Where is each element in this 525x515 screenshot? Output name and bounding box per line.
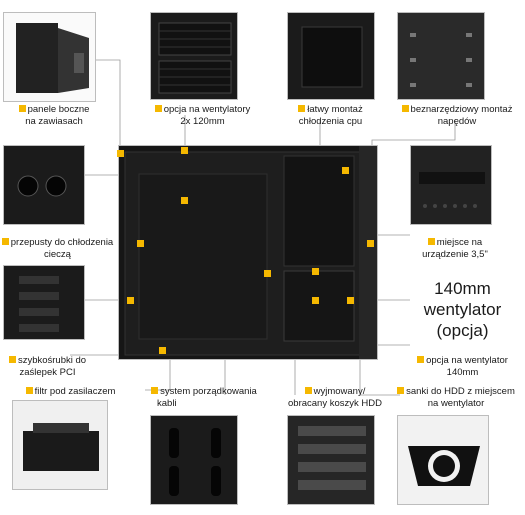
- label-hinged-side-panels: panele boczne na zawiasach: [4, 104, 104, 128]
- photo-cpu-cooler-mount: [287, 12, 375, 100]
- hotspot-dot: [347, 297, 354, 304]
- label-hdd-cage: wyjmowany/ obracany koszyk HDD: [288, 386, 382, 409]
- photo-hdd-sled: [397, 415, 489, 505]
- hotspot-dot: [367, 240, 374, 247]
- label-fan-2x120: opcja na wentylatory 2x 120mm: [145, 104, 260, 128]
- label-pci-thumbscrews: szybkośrubki do zaślepek PCI: [0, 355, 95, 379]
- hotspot-dot: [159, 347, 166, 354]
- photo-toolless-drive-mount: [397, 12, 485, 100]
- hotspot-dot: [127, 297, 134, 304]
- photo-hinged-side-panel: [3, 12, 96, 102]
- hotspot-dot: [264, 270, 271, 277]
- hotspot-dot: [312, 297, 319, 304]
- label-140mm-fan-optional: 140mm wentylator (opcja): [423, 279, 502, 340]
- label-psu-filter: filtr pod zasilaczem: [8, 386, 133, 398]
- photo-fan-2x120: [150, 12, 238, 100]
- photo-3-5-bay: [410, 145, 492, 225]
- label-140mm-fan-option: opcja na wentylator 140mm: [405, 355, 520, 379]
- label-cpu-cooler-mount: łatwy montaż chłodzenia cpu: [298, 104, 363, 127]
- hotspot-dot: [117, 150, 124, 157]
- photo-hdd-cage: [287, 415, 375, 505]
- photo-psu-filter: [12, 400, 108, 490]
- hotspot-dot: [137, 240, 144, 247]
- label-toolless-drive-mount: beznarzędziowy montaż napędów: [392, 104, 522, 128]
- hotspot-dot: [342, 167, 349, 174]
- label-water-cooling-grommets: przepusty do chłodzenia cieczą: [0, 237, 115, 261]
- photo-pci-thumbscrews: [3, 265, 85, 340]
- hotspot-dot: [181, 197, 188, 204]
- photo-water-cooling-grommets: [3, 145, 85, 225]
- label-3-5-bay: miejsce na urządzenie 3,5": [422, 237, 488, 260]
- label-cable-management: system porządkowania kabli: [145, 386, 263, 410]
- photo-cable-management: [150, 415, 238, 505]
- hotspot-dot: [181, 147, 188, 154]
- photo-case-interior: [118, 145, 378, 360]
- label-hdd-sled: sanki do HDD z miejscem na wentylator: [390, 386, 522, 410]
- hotspot-dot: [312, 268, 319, 275]
